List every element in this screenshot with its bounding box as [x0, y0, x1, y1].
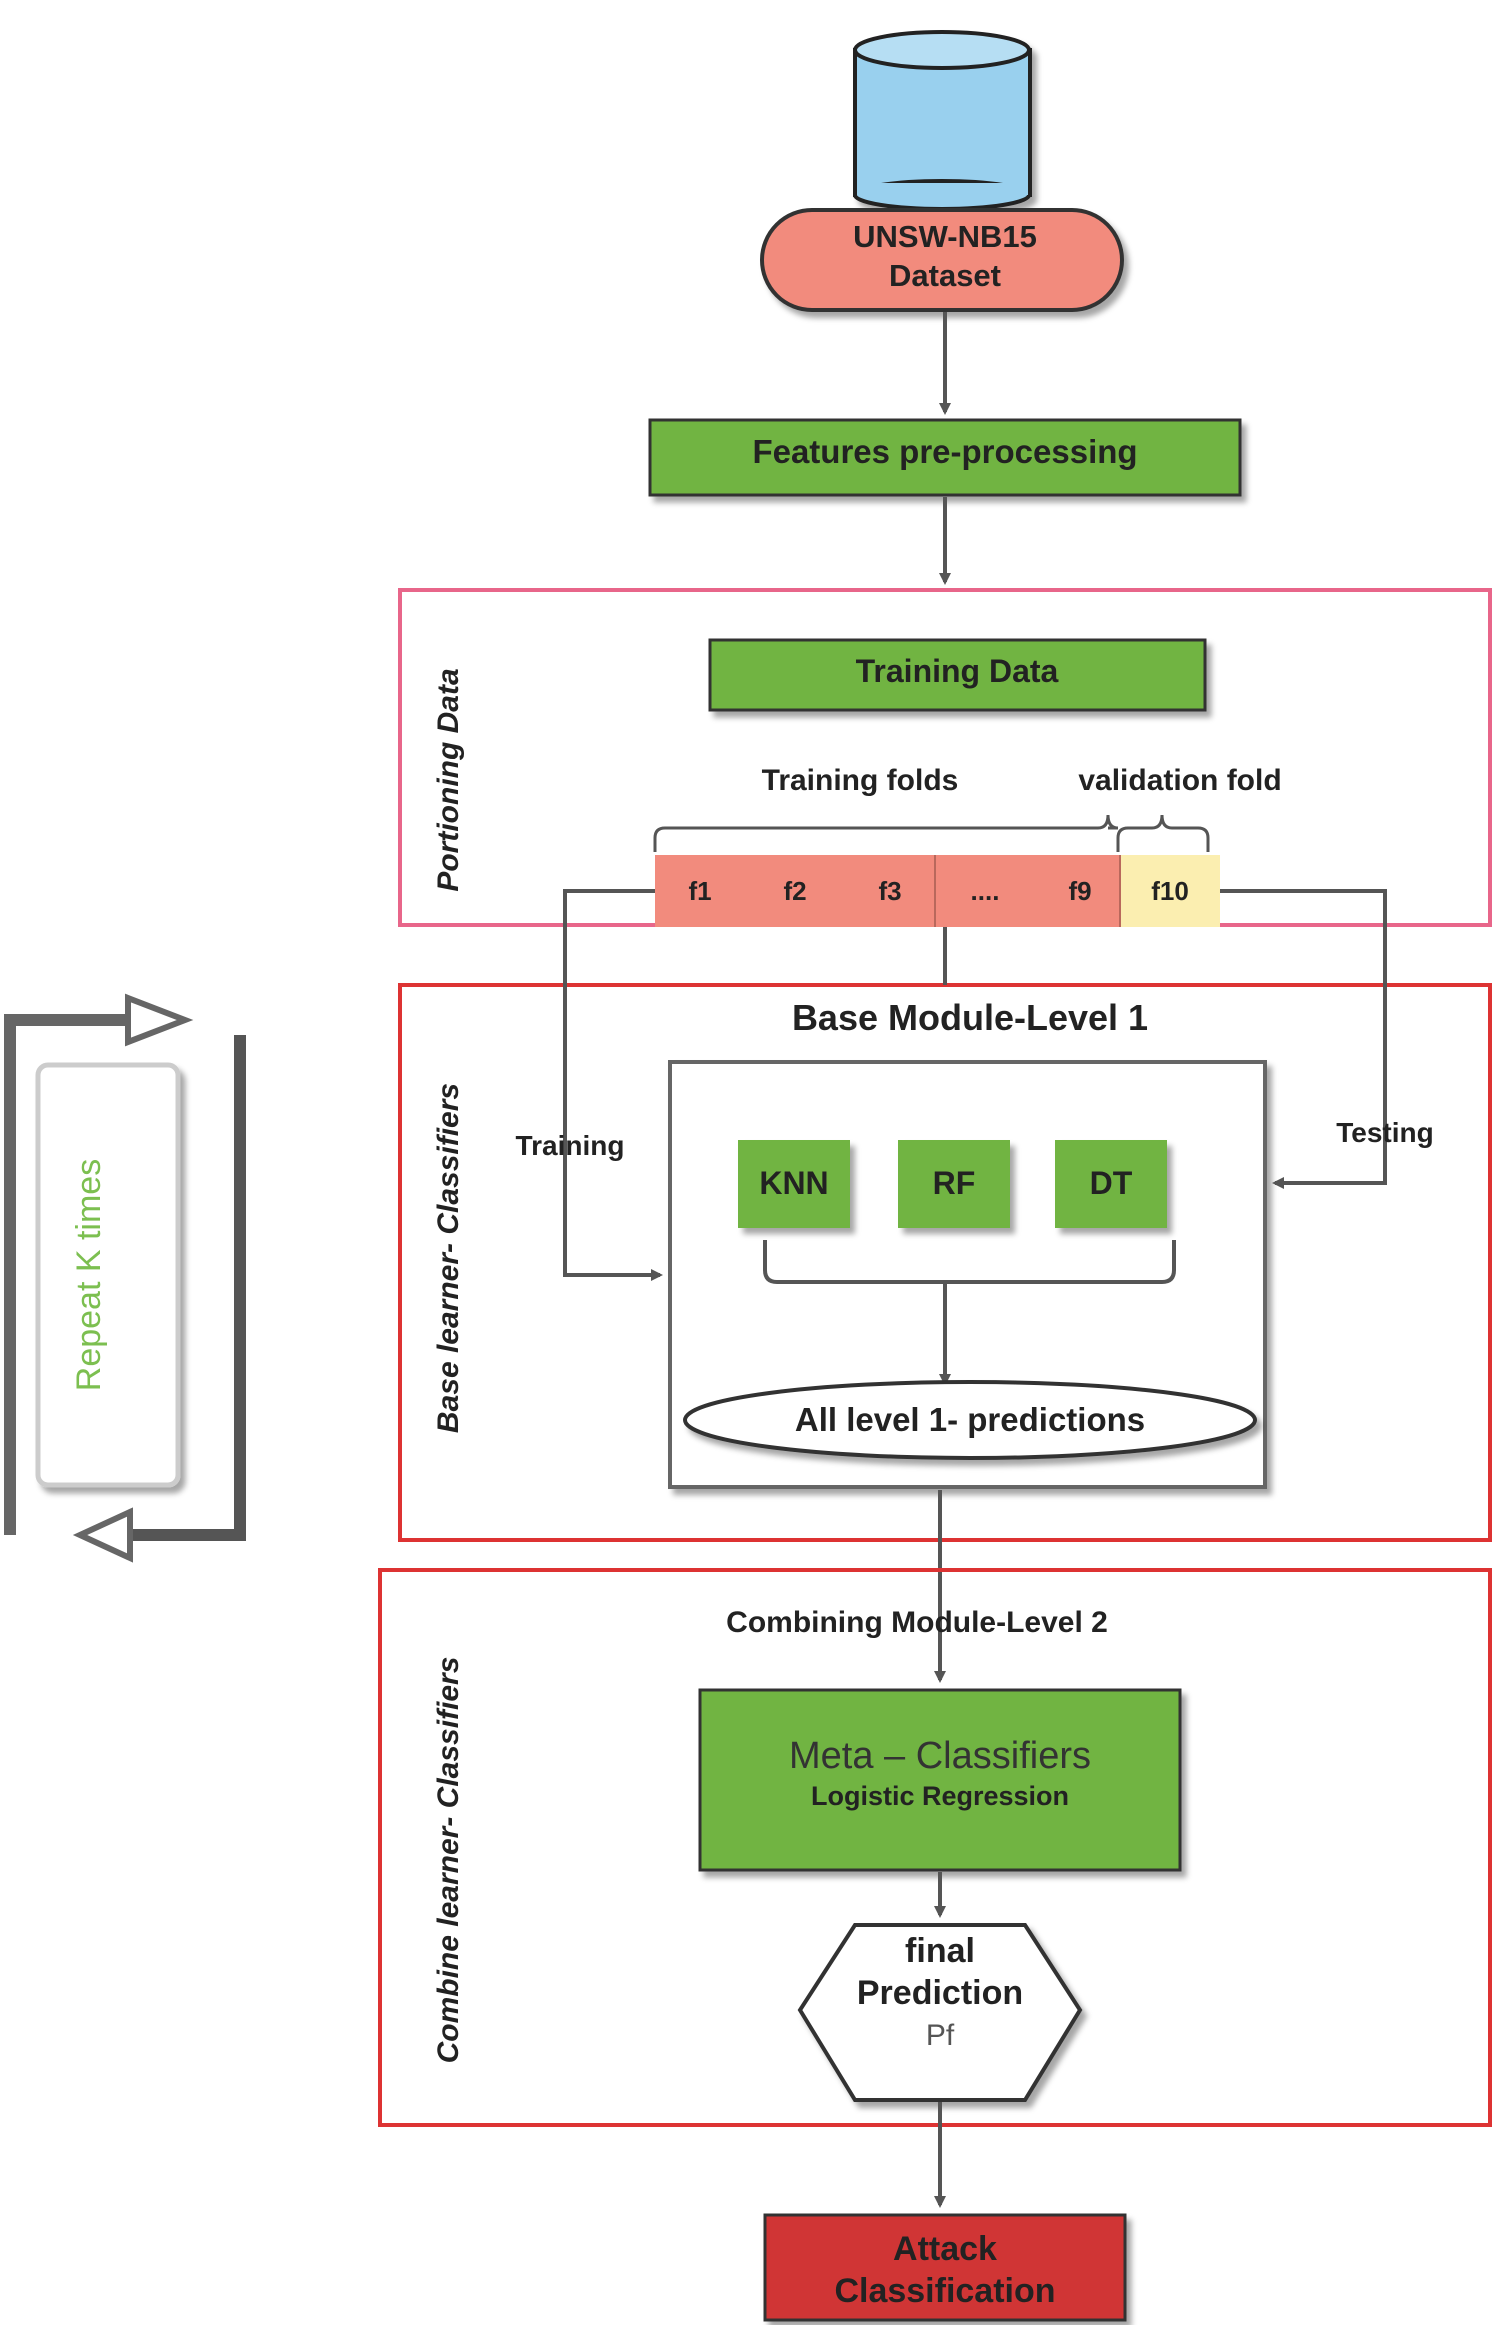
meta-title: Meta – Classifiers	[789, 1735, 1091, 1777]
fold-label: f2	[783, 876, 806, 906]
dataset-name: UNSW-NB15	[853, 219, 1037, 254]
combining-module-title: Combining Module-Level 2	[726, 1606, 1108, 1639]
output-node: Attack Classification	[763, 2213, 1127, 2322]
predictions-label: All level 1- predictions	[795, 1401, 1145, 1438]
training-data-label: Training Data	[856, 653, 1059, 689]
training-folds-brace	[653, 814, 1119, 852]
training-folds-label: Training folds	[762, 764, 959, 797]
combining-module-frame	[378, 1568, 1492, 2127]
classifier-node-rf: RF	[898, 1140, 1010, 1228]
predictions-node: All level 1- predictions	[683, 1380, 1257, 1460]
classifier-node-dt: DT	[1055, 1140, 1167, 1228]
database-icon	[853, 30, 1032, 211]
classifier-node-knn: KNN	[738, 1140, 850, 1228]
final-line3: Pf	[926, 2019, 955, 2052]
output-line2: Classification	[834, 2272, 1055, 2310]
fold-label: f3	[878, 876, 901, 906]
validation-fold-brace	[1116, 814, 1210, 852]
validation-fold-label: validation fold	[1078, 764, 1281, 797]
preprocessing-node: Features pre-processing	[648, 418, 1242, 497]
partition-side-label: Portioning Data	[432, 668, 465, 891]
final-line2: Prediction	[857, 1974, 1023, 2012]
dataset-node: UNSW-NB15 Dataset	[760, 208, 1124, 312]
fold-label: f10	[1151, 876, 1189, 906]
repeat-loop: Repeat K times	[4, 993, 246, 1563]
classifier-label: RF	[933, 1165, 976, 1201]
base-module-side-label: Base learner- Classifiers	[432, 1083, 465, 1433]
preprocessing-label: Features pre-processing	[752, 433, 1137, 470]
dataset-label: Dataset	[889, 258, 1001, 293]
base-module-title: Base Module-Level 1	[792, 997, 1148, 1038]
classifier-label: KNN	[759, 1165, 828, 1201]
testing-label: Testing	[1336, 1117, 1433, 1148]
testing-arrow	[1220, 889, 1387, 1189]
training-data-node: Training Data	[708, 638, 1207, 712]
combining-module-side-label: Combine learner- Classifiers	[432, 1657, 465, 2064]
repeat-label: Repeat K times	[70, 1159, 108, 1391]
fold-strip: f1 f2 f3.... f9 f10	[655, 855, 1220, 927]
final-prediction-node: final Prediction Pf	[797, 1923, 1083, 2102]
fold-label: ....	[971, 876, 1000, 906]
fold-label: f9	[1068, 876, 1091, 906]
meta-subtitle: Logistic Regression	[811, 1781, 1069, 1811]
final-line1: final	[905, 1932, 975, 1970]
output-line1: Attack	[893, 2230, 997, 2268]
training-label: Training	[516, 1130, 625, 1161]
meta-classifier-node: Meta – Classifiers Logistic Regression	[698, 1688, 1182, 1872]
classifier-merge-bracket	[763, 1240, 1176, 1284]
training-arrow	[563, 889, 663, 1281]
classifier-label: DT	[1090, 1165, 1133, 1201]
fold-label: f1	[688, 876, 711, 906]
